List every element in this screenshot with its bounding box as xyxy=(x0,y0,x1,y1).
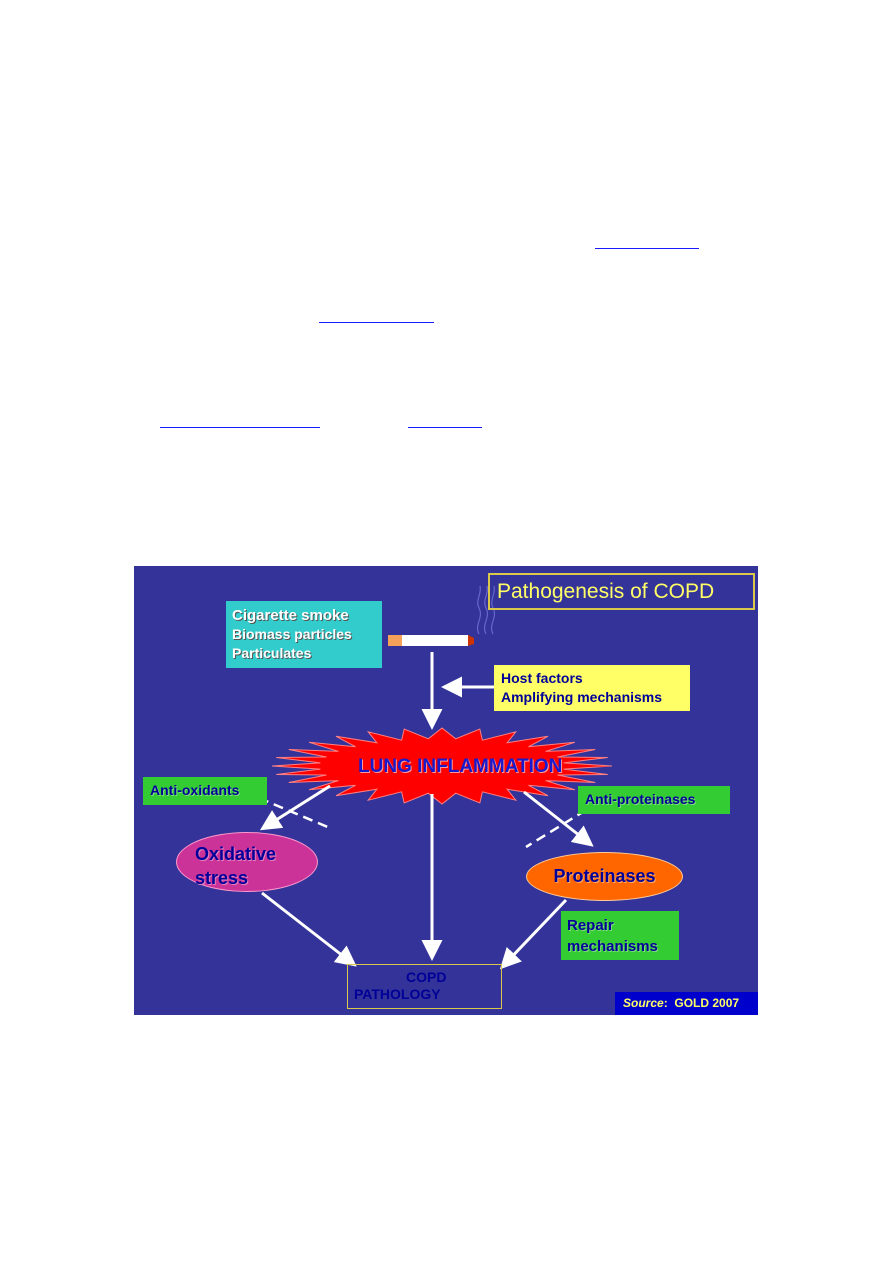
inflammation-label: LUNG INFLAMMATION xyxy=(358,756,563,777)
anti-proteinases-box: Anti-proteinases xyxy=(578,786,730,814)
copd-pathogenesis-slide: Pathogenesis of COPD Cigarette smoke Bio… xyxy=(134,566,758,1015)
smoke-source-item: Biomass particles xyxy=(232,626,352,642)
repair-mechanisms-box: Repair mechanisms xyxy=(561,911,679,960)
pathology-line: COPD xyxy=(406,969,447,985)
oxidative-stress-node: Oxidative stress xyxy=(176,832,318,892)
host-factors-line: Host factors xyxy=(501,670,583,686)
pathology-line: PATHOLOGY xyxy=(354,986,441,1002)
link-underline-4[interactable] xyxy=(408,427,482,428)
antiproteinase-inhibition-line xyxy=(525,808,587,849)
source-credit: Source: GOLD 2007 xyxy=(615,992,758,1015)
copd-pathology-box: COPD PATHOLOGY xyxy=(347,964,502,1009)
host-factors-line: Amplifying mechanisms xyxy=(501,689,663,705)
repair-line: Repair xyxy=(567,917,614,934)
oxidative-stress-line: stress xyxy=(195,868,249,888)
source-colon: : xyxy=(663,996,675,1010)
link-underline-2[interactable] xyxy=(319,322,434,323)
diagram-title: Pathogenesis of COPD xyxy=(488,573,755,610)
arrow-inflammation-to-proteinases xyxy=(523,790,594,847)
arrow-oxidative-to-pathology xyxy=(261,891,357,967)
link-underline-3[interactable] xyxy=(160,427,320,428)
repair-line: mechanisms xyxy=(567,938,658,955)
anti-oxidants-box: Anti-oxidants xyxy=(143,777,267,805)
smoke-sources-box: Cigarette smoke Biomass particles Partic… xyxy=(226,601,382,668)
antioxidant-inhibition-line xyxy=(258,796,331,830)
proteinases-node: Proteinases xyxy=(526,852,683,901)
smoke-source-item: Cigarette smoke xyxy=(232,607,349,624)
link-underline-1[interactable] xyxy=(595,248,699,249)
inflammation-starburst xyxy=(271,727,613,805)
cigarette-icon xyxy=(388,635,474,646)
arrow-proteinases-to-pathology xyxy=(499,898,568,970)
smoke-source-item: Particulates xyxy=(232,645,312,661)
source-value: GOLD 2007 xyxy=(674,996,740,1010)
host-factors-box: Host factors Amplifying mechanisms xyxy=(494,665,690,711)
oxidative-stress-line: Oxidative xyxy=(195,844,277,864)
arrow-inflammation-to-oxidative xyxy=(259,784,331,831)
diagram-graphics xyxy=(258,585,613,970)
source-label: Source xyxy=(623,996,664,1010)
